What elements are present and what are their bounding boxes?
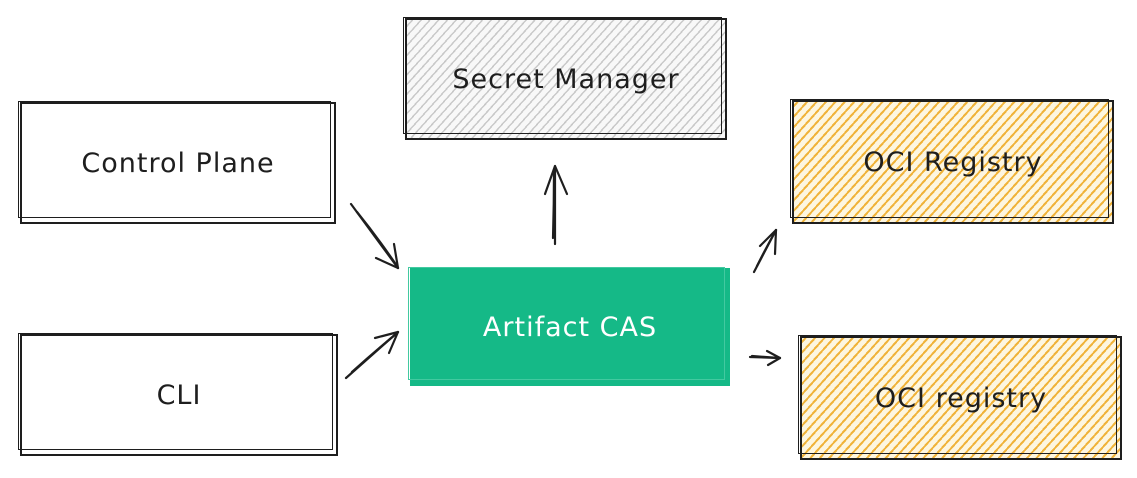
arrow-control-plane-to-artifact-cas	[349, 202, 400, 270]
oci-registry-node-bottom: OCI registry	[798, 335, 1122, 460]
oci-registry-label-bottom: OCI registry	[874, 382, 1048, 414]
oci-registry-node-top: OCI Registry	[790, 99, 1114, 224]
cli-label: CLI	[156, 379, 202, 411]
arrow-artifact-cas-to-secret-manager	[543, 164, 569, 246]
control-plane-node: Control Plane	[18, 101, 336, 224]
arrow-cli-to-artifact-cas	[344, 330, 400, 380]
artifact-cas-node: Artifact CAS	[408, 267, 730, 386]
secret-manager-node: Secret Manager	[403, 17, 727, 140]
oci-registry-label-top: OCI Registry	[863, 146, 1043, 178]
secret-manager-label: Secret Manager	[452, 63, 680, 95]
control-plane-label: Control Plane	[81, 147, 275, 179]
arrow-artifact-cas-to-oci-registry-top	[752, 228, 778, 274]
artifact-cas-label: Artifact CAS	[482, 311, 658, 343]
cli-node: CLI	[18, 333, 338, 456]
arrow-artifact-cas-to-oci-registry-bottom	[748, 349, 782, 367]
